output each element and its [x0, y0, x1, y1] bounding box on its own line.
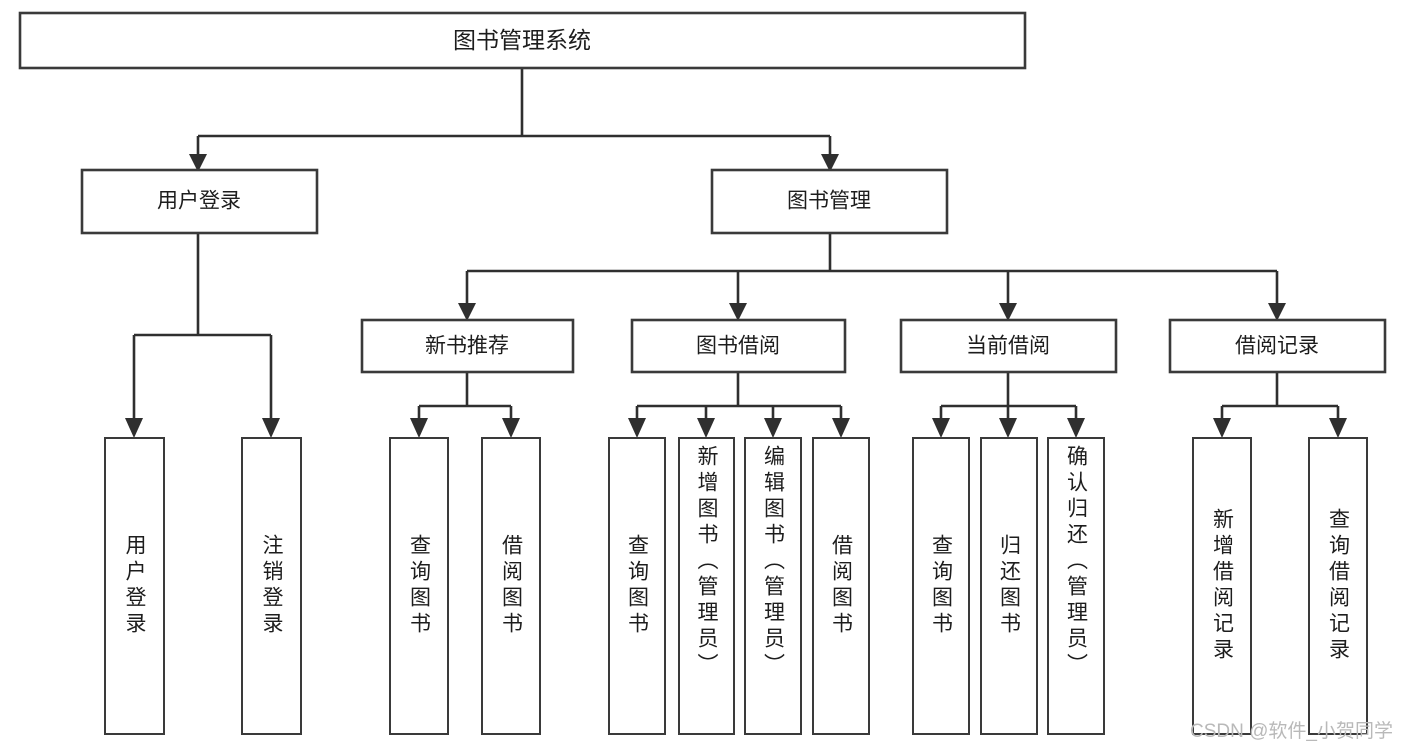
- arrow-head-leaf-1: [125, 418, 143, 438]
- node-leaf-query-book-3[interactable]: 查询图书: [912, 437, 970, 735]
- node-leaf-return-book[interactable]: 归还图书: [980, 437, 1038, 735]
- node-leaf-confirm-return-label: 确认归还（管理员）: [1064, 445, 1088, 679]
- arrow-head-leaf-6: [697, 418, 715, 438]
- arrow-head-leaf-13: [1329, 418, 1347, 438]
- node-leaf-query-book-1[interactable]: 查询图书: [389, 437, 449, 735]
- arrow-head-l3-1: [458, 303, 476, 321]
- node-leaf-query-record[interactable]: 查询借阅记录: [1308, 437, 1368, 735]
- arrow-head-leaf-8: [832, 418, 850, 438]
- node-leaf-borrow-book-1-label: 借阅图书: [499, 534, 523, 638]
- node-leaf-query-record-label: 查询借阅记录: [1326, 508, 1350, 664]
- node-leaf-add-record-label: 新增借阅记录: [1210, 508, 1234, 664]
- node-book-borrow[interactable]: 图书借阅: [630, 318, 847, 374]
- node-root[interactable]: 图书管理系统: [18, 11, 1027, 70]
- node-user-login[interactable]: 用户登录: [80, 168, 319, 235]
- node-current-borrow-label: 当前借阅: [966, 335, 1050, 358]
- node-root-label: 图书管理系统: [453, 27, 591, 53]
- arrow-head-leaf-5: [628, 418, 646, 438]
- connector-group-root: [189, 68, 839, 172]
- node-leaf-logout[interactable]: 注销登录: [241, 437, 302, 735]
- node-leaf-logout-label: 注销登录: [260, 534, 283, 638]
- node-leaf-return-book-label: 归还图书: [997, 534, 1021, 638]
- arrow-head-leaf-7: [764, 418, 782, 438]
- arrow-head-leaf-9: [932, 418, 950, 438]
- arrow-head-book-manage: [821, 154, 839, 172]
- node-leaf-query-book-3-label: 查询图书: [929, 534, 953, 638]
- node-book-manage[interactable]: 图书管理: [710, 168, 949, 235]
- node-leaf-edit-book[interactable]: 编辑图书（管理员）: [744, 437, 802, 735]
- arrow-head-leaf-10: [999, 418, 1017, 438]
- connector-group-borrow-record: [1213, 372, 1347, 438]
- arrow-head-leaf-11: [1067, 418, 1085, 438]
- arrow-head-l3-3: [999, 303, 1017, 321]
- node-new-book-recommend[interactable]: 新书推荐: [360, 318, 575, 374]
- node-leaf-add-record[interactable]: 新增借阅记录: [1192, 437, 1252, 735]
- node-user-login-label: 用户登录: [157, 190, 241, 213]
- node-leaf-confirm-return[interactable]: 确认归还（管理员）: [1047, 437, 1105, 735]
- node-book-borrow-label: 图书借阅: [696, 335, 780, 358]
- node-book-manage-label: 图书管理: [787, 190, 871, 213]
- node-user-login-box[interactable]: [80, 168, 319, 235]
- node-new-book-recommend-box[interactable]: [360, 318, 575, 374]
- arrow-head-leaf-2: [262, 418, 280, 438]
- arrow-head-leaf-12: [1213, 418, 1231, 438]
- node-leaf-borrow-book-2[interactable]: 借阅图书: [812, 437, 870, 735]
- arrow-head-l3-4: [1268, 303, 1286, 321]
- node-new-book-recommend-label: 新书推荐: [425, 335, 509, 358]
- node-book-borrow-box[interactable]: [630, 318, 847, 374]
- node-current-borrow-box[interactable]: [899, 318, 1118, 374]
- node-leaf-borrow-book-2-label: 借阅图书: [829, 534, 853, 638]
- node-leaf-edit-book-label: 编辑图书（管理员）: [761, 445, 785, 679]
- connector-group-book-manage: [458, 233, 1286, 321]
- connector-group-current-borrow: [932, 372, 1085, 438]
- node-borrow-record-box[interactable]: [1168, 318, 1387, 374]
- node-leaf-borrow-book-1[interactable]: 借阅图书: [481, 437, 541, 735]
- node-current-borrow[interactable]: 当前借阅: [899, 318, 1118, 374]
- node-leaf-add-book-label: 新增图书（管理员）: [695, 445, 718, 679]
- node-book-manage-box[interactable]: [710, 168, 949, 235]
- node-root-box[interactable]: [18, 11, 1027, 70]
- connector-group-book-borrow: [628, 372, 850, 438]
- arrow-head-l3-2: [729, 303, 747, 321]
- node-leaf-user-login-label: 用户登录: [123, 534, 146, 638]
- node-borrow-record[interactable]: 借阅记录: [1168, 318, 1387, 374]
- arrow-head-leaf-4: [502, 418, 520, 438]
- node-leaf-query-book-2-label: 查询图书: [625, 534, 649, 638]
- connector-group-new-book-recommend: [410, 372, 520, 438]
- node-leaf-query-book-2[interactable]: 查询图书: [608, 437, 666, 735]
- node-leaf-add-book[interactable]: 新增图书（管理员）: [678, 437, 735, 735]
- arrow-head-user-login: [189, 154, 207, 172]
- node-borrow-record-label: 借阅记录: [1235, 335, 1319, 358]
- arrow-head-leaf-3: [410, 418, 428, 438]
- node-leaf-query-book-1-label: 查询图书: [407, 534, 431, 638]
- connector-group-user-login: [125, 233, 280, 438]
- node-leaf-user-login[interactable]: 用户登录: [104, 437, 165, 735]
